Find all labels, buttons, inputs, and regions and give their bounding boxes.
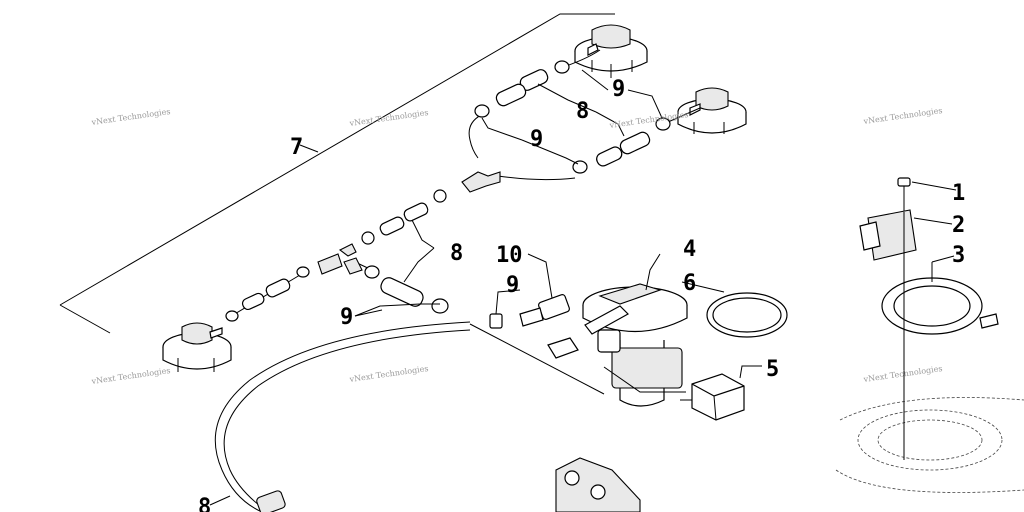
bracket bbox=[859, 209, 917, 261]
callout-labels: 1 2 3 4 5 6 7 8 8 8 9 9 9 9 10 bbox=[198, 77, 965, 512]
tank-outline bbox=[835, 212, 1024, 493]
bolt bbox=[897, 177, 911, 212]
callout-8-bottom: 8 bbox=[198, 495, 211, 512]
callout-4: 4 bbox=[683, 237, 696, 262]
callout-9-upper: 9 bbox=[530, 127, 543, 152]
callout-6: 6 bbox=[683, 271, 696, 296]
callout-9-pump: 9 bbox=[506, 273, 519, 298]
callout-3: 3 bbox=[952, 243, 965, 268]
watermark-7: vNext Technologies bbox=[862, 364, 943, 384]
watermark-1: vNext Technologies bbox=[90, 107, 171, 127]
callout-2: 2 bbox=[952, 213, 965, 238]
vent-valve-right bbox=[677, 87, 747, 134]
callout-1: 1 bbox=[952, 181, 965, 206]
vent-hose-fittings bbox=[225, 60, 671, 329]
fuel-pump-assembly bbox=[519, 283, 694, 407]
watermark-3: vNext Technologies bbox=[608, 110, 689, 130]
mounting-ring bbox=[881, 277, 999, 335]
pump-o-ring bbox=[706, 292, 788, 338]
callout-9-top: 9 bbox=[612, 77, 625, 102]
watermark-4: vNext Technologies bbox=[862, 106, 943, 126]
callout-10: 10 bbox=[496, 243, 523, 268]
watermark-2: vNext Technologies bbox=[348, 108, 429, 128]
callout-9-left: 9 bbox=[340, 305, 353, 330]
throttle-body bbox=[555, 457, 641, 512]
vent-valve-top bbox=[574, 24, 648, 78]
fuel-level-sensor bbox=[691, 373, 745, 421]
vent-valve-left bbox=[162, 322, 232, 372]
callout-7: 7 bbox=[290, 135, 303, 160]
watermark-5: vNext Technologies bbox=[90, 366, 171, 386]
callout-5: 5 bbox=[766, 357, 779, 382]
watermark-6: vNext Technologies bbox=[348, 364, 429, 384]
callout-7-bracket bbox=[59, 13, 615, 334]
leader-lines bbox=[209, 69, 957, 506]
callout-8-top: 8 bbox=[576, 99, 589, 124]
callout-8-middle: 8 bbox=[450, 241, 463, 266]
fuel-supply-hose bbox=[214, 321, 471, 512]
